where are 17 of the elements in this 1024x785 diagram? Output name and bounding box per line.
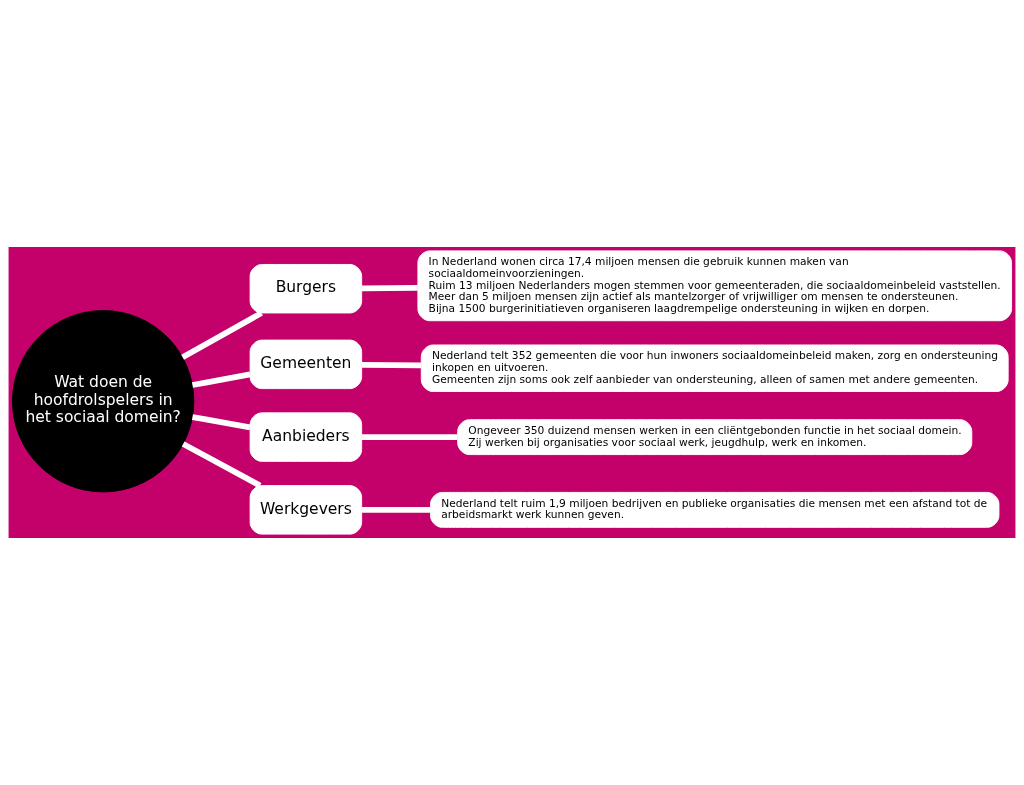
- connector: [361, 362, 422, 369]
- node-box: Ongeveer 350 duizend mensen werken in een cliëntgebonden functie in het sociaal domein. Zij werken bij organisaties voor sociaal werk, jeugdhulp, werk en inkomen.: [457, 419, 973, 456]
- node-circle: Wat doen de hoofdrolspelers in het sociaal domein?: [11, 310, 195, 493]
- connector: [361, 434, 458, 441]
- connector: [361, 285, 418, 292]
- node-box: In Nederland wonen circa 17,4 miljoen mensen die gebruik kunnen maken van sociaaldomeinvoorzieningen. Ruim 13 miljoen Nederlanders mogen stemmen voor gemeenteraden, die sociaaldomeinbeleid vaststellen. Meer dan 5 miljoen mensen zijn actief als mantelzorger of vrijwilliger om mensen te ondersteunen. Bijna 1500 burgerinitiatieven organiseren laagdrempelige ondersteuning in wijken en dorpen.: [417, 250, 1013, 322]
- node-box: Nederland telt ruim 1,9 miljoen bedrijven en publieke organisaties die mensen met een afstand tot de arbeidsmarkt werk kunnen geven.: [430, 491, 1000, 528]
- connector: [181, 310, 263, 360]
- node-box: Gemeenten: [249, 339, 363, 390]
- node-box: Nederland telt 352 gemeenten die voor hun inwoners sociaaldomeinbeleid maken, zorg en ondersteuning inkopen en uitvoeren. Gemeenten zijn soms ook zelf aanbieder van ondersteuning, alleen of samen met andere gemeenten.: [420, 344, 1009, 392]
- connector: [181, 441, 262, 489]
- node-box: Burgers: [249, 263, 363, 314]
- node-box: Werkgevers: [249, 485, 363, 535]
- connector: [191, 414, 251, 431]
- node-box: Aanbieders: [249, 412, 363, 462]
- connector: [361, 506, 431, 513]
- connector: [191, 371, 251, 388]
